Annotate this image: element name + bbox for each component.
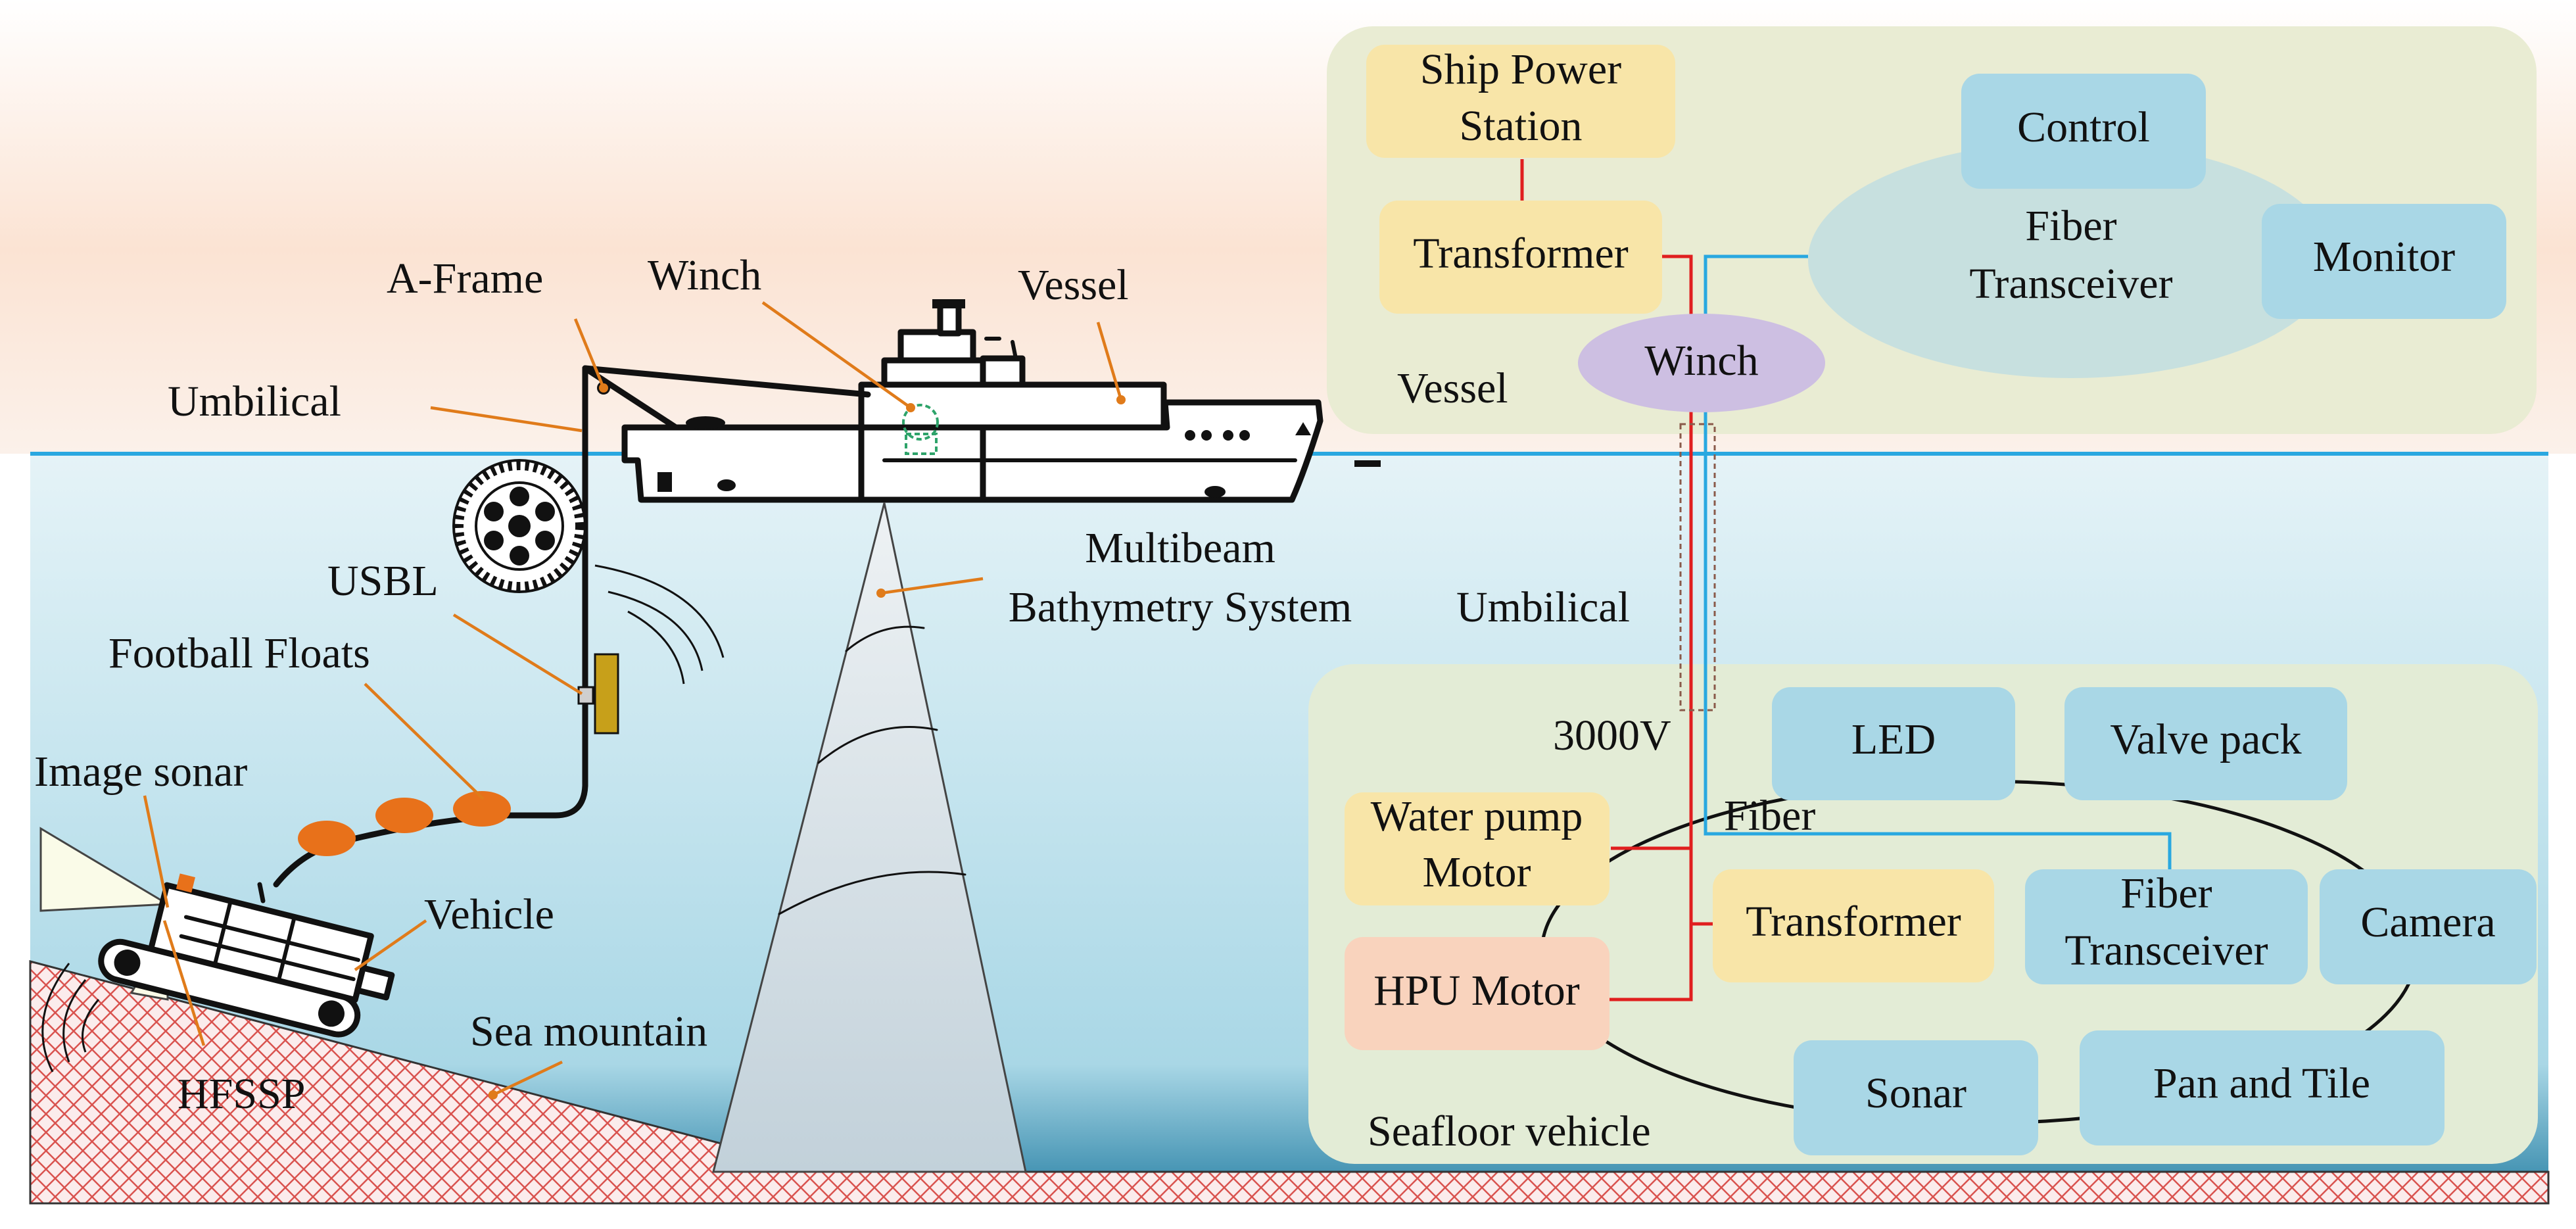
- camera-label: Camera: [2360, 898, 2495, 946]
- label-football-floats: Football Floats: [108, 629, 370, 677]
- middle-umbilical-label: Umbilical: [1456, 583, 1630, 631]
- vehicle-fiber-transceiver-box: [2025, 869, 2308, 984]
- water-pump-motor-box: [1345, 792, 1610, 905]
- monitor-label: Monitor: [2313, 233, 2455, 281]
- ship-power-station-box: [1366, 45, 1675, 158]
- ship-power-station-label-2: Station: [1459, 102, 1582, 150]
- monitor-box: [2262, 204, 2506, 319]
- valve-pack-label: Valve pack: [2110, 715, 2301, 763]
- leader-image-sonar: [143, 795, 170, 908]
- label-sea-mountain: Sea mountain: [470, 1007, 707, 1055]
- hpu-motor-box: [1345, 937, 1610, 1050]
- vehicle-fiber-label-1: Fiber: [2120, 869, 2212, 917]
- control-label: Control: [2017, 103, 2150, 151]
- sonar-label: Sonar: [1865, 1069, 1967, 1117]
- sonar-wave-2: [817, 726, 938, 764]
- label-vessel: Vessel: [1018, 261, 1129, 309]
- float-2: [375, 798, 433, 833]
- valve-pack-box: [2064, 687, 2347, 800]
- leader-usbl: [452, 614, 583, 695]
- label-multibeam-2: Bathymetry System: [1009, 583, 1352, 631]
- label-vehicle: Vehicle: [424, 890, 554, 938]
- vehicle-transformer-box: [1713, 869, 1994, 982]
- vehicle-fiber-label-2: Transceiver: [2064, 927, 2268, 975]
- leader-winch: [761, 301, 912, 409]
- sea-mountain: [29, 960, 2550, 1205]
- voltage-label: 3000V: [1553, 711, 1671, 759]
- sonar-wave-1: [845, 625, 925, 652]
- seafloor-vehicle: [39, 827, 395, 1072]
- label-image-sonar: Image sonar: [34, 748, 247, 796]
- ship-power-station-label-1: Ship Power: [1420, 45, 1621, 93]
- vessel-transformer-box: [1379, 201, 1662, 314]
- sonar-wave-3: [778, 871, 966, 915]
- label-umbilical: Umbilical: [168, 377, 341, 425]
- water-pump-label-1: Water pump: [1371, 792, 1583, 840]
- label-winch: Winch: [648, 251, 761, 299]
- fiber-line: [1704, 254, 2172, 871]
- leader-football-floats: [364, 683, 485, 800]
- label-hfssp: HFSSP: [178, 1070, 306, 1118]
- usbl-beacon: [577, 564, 725, 735]
- water-pump-label-2: Motor: [1423, 848, 1531, 896]
- hpu-motor-label: HPU Motor: [1373, 967, 1580, 1015]
- led-label: LED: [1851, 715, 1936, 763]
- vessel-panel-title: Vessel: [1397, 364, 1508, 412]
- cable-cross-section: [452, 459, 586, 593]
- winch-label: Winch: [1644, 337, 1758, 385]
- pan-and-tile-box: [2080, 1030, 2445, 1145]
- label-multibeam-1: Multibeam: [1085, 524, 1276, 572]
- led-box: [1772, 687, 2015, 800]
- control-box: [1961, 74, 2206, 189]
- camera-box: [2320, 869, 2537, 984]
- vessel-fiber-label-2: Transceiver: [1969, 260, 2172, 308]
- leader-vessel: [1096, 322, 1123, 400]
- leader-vehicle: [354, 919, 427, 971]
- multibeam-cone: [712, 502, 1027, 1173]
- float-3: [298, 821, 356, 856]
- leader-sea-mountain: [492, 1060, 563, 1097]
- vehicle-transformer-label: Transformer: [1746, 898, 1961, 946]
- leader-a-frame: [573, 318, 606, 389]
- vessel-fiber-label-1: Fiber: [2025, 202, 2116, 250]
- vehicle-panel-title: Seafloor vehicle: [1368, 1107, 1651, 1155]
- leader-hfssp: [162, 920, 206, 1046]
- vessel-transformer-label: Transformer: [1413, 229, 1629, 277]
- leader-umbilical: [430, 406, 583, 433]
- pan-and-tile-label: Pan and Tile: [2153, 1059, 2370, 1107]
- fiber-transceiver-oval: [1808, 141, 2334, 378]
- label-a-frame: A-Frame: [387, 254, 543, 302]
- float-1: [453, 791, 511, 827]
- umbilical-segment: [1679, 423, 1716, 711]
- leader-multibeam: [880, 577, 984, 595]
- sonar-box: [1794, 1040, 2038, 1155]
- vessel-ship: [621, 299, 1381, 503]
- winch-oval: [1578, 314, 1825, 412]
- label-usbl: USBL: [327, 557, 439, 605]
